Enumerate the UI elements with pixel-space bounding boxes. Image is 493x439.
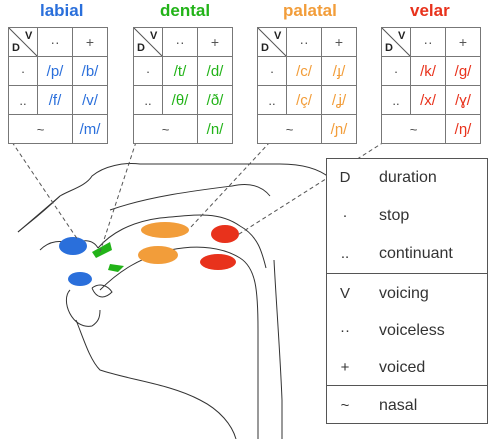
- labial-upper-blob: [59, 237, 87, 255]
- palatal-leader: [189, 141, 271, 229]
- legend-row-nasal: ~ nasal: [327, 389, 487, 425]
- row-continuant: ..: [381, 85, 411, 115]
- legend-label: voiceless: [379, 322, 445, 339]
- velar-lower-blob: [200, 254, 236, 270]
- row-stop: ·: [8, 56, 38, 86]
- legend-symbol: D: [339, 169, 351, 186]
- header-voiceless: ··: [37, 27, 73, 57]
- phoneme-cell: /ŋ/: [445, 114, 481, 144]
- phoneme-cell: /v/: [72, 85, 108, 115]
- header-voiced: +: [445, 27, 481, 57]
- phoneme-cell: /k/: [410, 56, 446, 86]
- legend-box: D duration · stop .. continuant V voicin…: [326, 158, 488, 424]
- legend-label: voiced: [379, 359, 426, 376]
- phoneme-cell: /ɲ/: [321, 114, 357, 144]
- labial-title: labial: [40, 1, 84, 20]
- phoneme-cell: /n/: [197, 114, 233, 144]
- dental-title: dental: [160, 1, 211, 20]
- dental-upper-blob: [92, 242, 112, 258]
- labial-lower-blob: [68, 272, 92, 286]
- legend-symbol: V: [339, 285, 350, 302]
- phoneme-cell: /ð/: [197, 85, 233, 115]
- phoneme-cell: /ç/: [286, 85, 322, 115]
- phoneme-cell: /d/: [197, 56, 233, 86]
- legend-row-duration: D duration: [327, 161, 487, 197]
- phoneme-cell: /m/: [72, 114, 108, 144]
- palatal-upper-blob: [141, 222, 189, 238]
- lower-lip: [65, 289, 101, 327]
- legend-divider: [327, 273, 487, 274]
- phoneme-cell: /c/: [286, 56, 322, 86]
- phoneme-cell: /f/: [37, 85, 73, 115]
- labial-leader: [11, 141, 79, 241]
- row-stop: ·: [381, 56, 411, 86]
- nose-line: [17, 195, 61, 233]
- legend-symbol: +: [340, 359, 350, 376]
- phoneme-cell: /ʝ/: [321, 85, 357, 115]
- header-voiceless: ··: [286, 27, 322, 57]
- legend-symbol: ··: [340, 322, 350, 339]
- row-nasal: ~: [8, 114, 73, 144]
- legend-symbol: ~: [340, 397, 350, 414]
- phoneme-cell: /g/: [445, 56, 481, 86]
- palatal-title: palatal: [283, 1, 337, 20]
- legend-label: nasal: [379, 397, 418, 414]
- velar-leader: [235, 141, 385, 237]
- palatal-lower-blob: [138, 246, 178, 264]
- row-continuant: ..: [257, 85, 287, 115]
- phoneme-cell: /ɣ/: [445, 85, 481, 115]
- row-continuant: ..: [8, 85, 38, 115]
- pharynx-back: [273, 259, 283, 439]
- palate-roof: [97, 214, 267, 269]
- header-voiceless: ··: [162, 27, 198, 57]
- nasal-cavity: [109, 183, 271, 211]
- legend-divider: [327, 385, 487, 386]
- phoneme-cell: /t/: [162, 56, 198, 86]
- row-nasal: ~: [381, 114, 446, 144]
- legend-label: duration: [379, 169, 437, 186]
- legend-label: voicing: [379, 285, 429, 302]
- velar-upper-blob: [211, 225, 239, 243]
- phoneme-cell: /θ/: [162, 85, 198, 115]
- header-voiced: +: [197, 27, 233, 57]
- legend-label: continuant: [379, 245, 453, 262]
- phoneme-cell: /p/: [37, 56, 73, 86]
- teeth-lower: [91, 284, 113, 298]
- row-stop: ·: [133, 56, 163, 86]
- legend-row-voiced: + voiced: [327, 351, 487, 387]
- tongue-top: [99, 246, 259, 439]
- legend-label: stop: [379, 207, 410, 224]
- phoneme-cell: /ɟ/: [321, 56, 357, 86]
- upper-lip-nose-outline: [17, 163, 331, 233]
- jaw-line: [75, 319, 237, 439]
- header-voiceless: ··: [410, 27, 446, 57]
- row-nasal: ~: [133, 114, 198, 144]
- row-continuant: ..: [133, 85, 163, 115]
- legend-row-continuant: .. continuant: [327, 237, 487, 273]
- row-stop: ·: [257, 56, 287, 86]
- legend-row-voicing: V voicing: [327, 277, 487, 313]
- dental-leader: [99, 141, 137, 253]
- velar-title: velar: [410, 1, 450, 20]
- legend-row-voiceless: ·· voiceless: [327, 314, 487, 350]
- header-voiced: +: [321, 27, 357, 57]
- phoneme-cell: /b/: [72, 56, 108, 86]
- legend-row-stop: · stop: [327, 199, 487, 235]
- dental-lower-blob: [108, 264, 124, 272]
- header-voiced: +: [72, 27, 108, 57]
- legend-symbol: ·: [342, 207, 348, 224]
- legend-symbol: ..: [340, 245, 350, 262]
- phoneme-cell: /x/: [410, 85, 446, 115]
- row-nasal: ~: [257, 114, 322, 144]
